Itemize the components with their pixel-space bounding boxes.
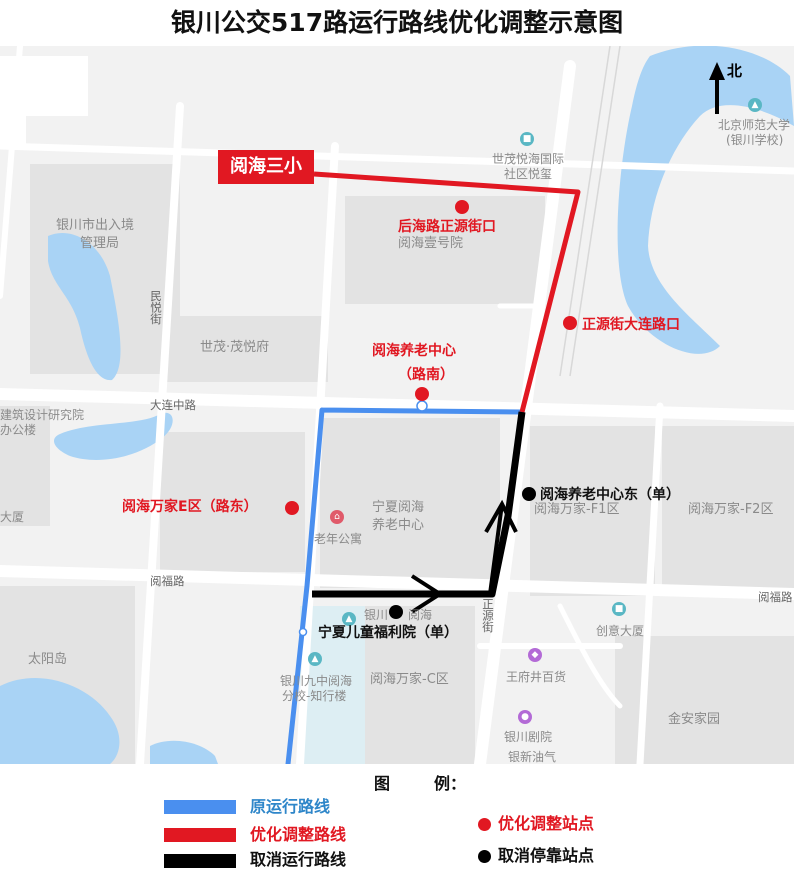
cancelled-stop-marker[interactable] (522, 487, 536, 501)
building-icon: ■ (612, 602, 626, 616)
map-canvas (0, 46, 794, 764)
stop-label: 正源街大连路口 (582, 317, 680, 333)
stop-label: 阅海万家E区（路东） (122, 499, 258, 515)
place-label: 办公楼 (0, 423, 37, 437)
place-label: 世茂·茂悦府 (200, 340, 270, 355)
place-label: 王府井百货 (506, 670, 567, 684)
north-indicator: 北 (707, 58, 753, 118)
place-label: 银川 (364, 608, 389, 622)
legend-dot-cancelled (478, 850, 491, 863)
adjusted-stop-marker[interactable] (285, 501, 299, 515)
place-label: 宁夏阅海 (372, 500, 425, 515)
road-label: 民悦街 (149, 290, 163, 325)
building-icon: ⌂ (330, 510, 344, 524)
place-label: 银川市出入境 (56, 218, 135, 233)
north-label: 北 (727, 62, 743, 80)
place-label: (银川学校) (726, 133, 784, 147)
legend-swatch-cancelled (164, 854, 236, 868)
legend: 图例： 原运行路线 优化调整路线 取消运行路线 优化调整站点 取消停靠站点 (0, 764, 794, 872)
adjusted-route-line (313, 171, 581, 413)
road-label: 正源街 (481, 598, 495, 633)
legend-label: 取消停靠站点 (498, 846, 595, 865)
place-label: 老年公寓 (314, 532, 363, 546)
place-label: 分校-知行楼 (282, 689, 347, 703)
place-label: 社区悦玺 (504, 167, 553, 181)
place-label: 大厦 (0, 510, 25, 524)
school-icon: ▲ (748, 98, 762, 112)
map-area[interactable]: 银川市出入境 管理局 世茂·茂悦府 ■ 世茂悦海国际 社区悦玺 阅海壹号院 ▲ … (0, 46, 794, 764)
mall-icon: ◆ (528, 648, 542, 662)
cancelled-stop-marker[interactable] (389, 605, 403, 619)
map-title: 银川公交517路运行路线优化调整示意图 (170, 8, 624, 37)
legend-swatch-adjusted (164, 828, 236, 842)
stop-label: 阅海养老中心 (372, 343, 456, 359)
place-label: 阅海 (408, 608, 433, 622)
place-label: 银川九中阅海 (280, 674, 353, 688)
place-label: 银川剧院 (504, 730, 553, 744)
place-label: 金安家园 (668, 712, 721, 727)
stop-label: （路南） (398, 367, 454, 383)
school-badge: 阅海三小 (218, 150, 314, 184)
stop-label: 后海路正源街口 (398, 219, 496, 235)
stop-label: 宁夏儿童福利院（单） (318, 625, 458, 641)
legend-label: 原运行路线 (250, 797, 331, 816)
place-label: 建筑设计研究院 (0, 408, 85, 422)
stop-label: 阅海养老中心东（单） (540, 487, 680, 503)
building-icon: ■ (520, 132, 534, 146)
north-arrow-icon (709, 62, 725, 114)
place-label: 阅海万家-C区 (370, 672, 449, 687)
direction-arrow-icon (380, 574, 444, 614)
place-label: 阅海壹号院 (398, 236, 464, 251)
road-label: 大连中路 (150, 398, 196, 412)
place-label: 创意大厦 (596, 624, 645, 638)
legend-label: 取消运行路线 (250, 850, 347, 869)
road-label: 阅福路 (150, 574, 185, 588)
place-label: 阅海万家-F2区 (688, 502, 774, 517)
legend-dot-adjusted (478, 818, 491, 831)
place-label: 管理局 (80, 236, 120, 251)
direction-arrow-icon (484, 499, 518, 595)
legend-label: 优化调整站点 (498, 814, 595, 833)
road-label: 阅福路 (758, 590, 793, 604)
place-label: 养老中心 (372, 518, 425, 533)
place-label: 世茂悦海国际 (492, 152, 565, 166)
school-icon: ▲ (342, 612, 356, 626)
adjusted-stop-marker[interactable] (415, 387, 429, 401)
place-label: 阅海万家-F1区 (534, 502, 620, 517)
place-label: 北京师范大学 (718, 118, 791, 132)
adjusted-stop-marker[interactable] (563, 316, 577, 330)
school-icon: ▲ (308, 652, 322, 666)
legend-title: 图例： (374, 774, 467, 793)
theater-icon: ● (518, 710, 532, 724)
place-label: 银新油气 (508, 750, 557, 764)
adjusted-stop-marker[interactable] (455, 200, 469, 214)
legend-label: 优化调整路线 (250, 825, 347, 844)
legend-swatch-original (164, 800, 236, 814)
place-label: 太阳岛 (28, 652, 68, 667)
